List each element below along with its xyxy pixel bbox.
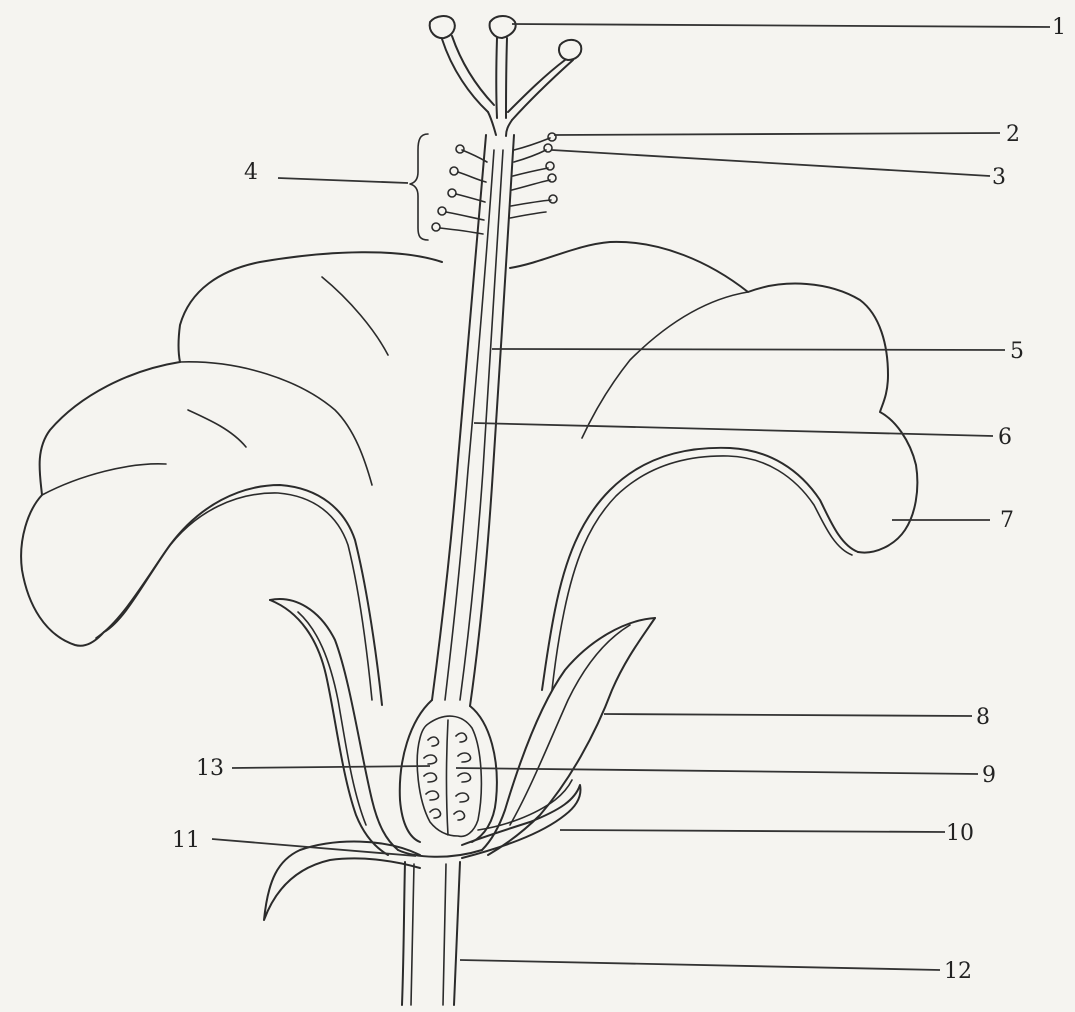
label-5: 5 [1010,339,1024,364]
sepal-right [482,618,655,850]
leader-5 [492,349,1005,350]
label-10: 10 [946,821,974,846]
ovules-right [454,733,471,820]
style-branch-right [508,60,565,112]
pedicel-right [454,862,460,1005]
stamen-filament [512,180,550,190]
pedicel-right-inner [443,864,446,1005]
petal-left-fold-3 [188,410,246,447]
label-1: 1 [1052,15,1066,40]
label-4: 4 [244,160,258,185]
stigma-lobe-center [490,16,516,38]
ovules-left [424,737,441,818]
ovary-wall-inner [417,716,481,836]
pedicel-left [402,862,405,1005]
petal-left-fold-2 [180,362,372,485]
stigma-lobe-left [430,16,455,38]
ovary-wall-outer [400,700,432,842]
sepal-right-mid [510,625,630,825]
petals [21,242,917,705]
stamen-bracket [410,134,428,240]
pedicel-left-inner [411,864,414,1005]
anther [456,145,464,153]
label-3: 3 [992,165,1006,190]
petal-right [510,242,917,553]
stigma-lobe-right [559,40,581,60]
petal-left [21,252,442,646]
stamen-filament [511,200,551,206]
anther [448,189,456,197]
leader-11 [212,839,416,856]
pedicel [398,850,482,1005]
ovary [400,700,497,842]
leader-4 [278,178,408,183]
leader-6 [474,423,993,436]
stamen-filament [514,150,546,162]
style-branch-right-b [512,60,573,120]
style-branch-left [442,39,488,112]
epicalyx-right [462,785,580,858]
stamen-filament [440,228,483,234]
epicalyx-right-inner [478,780,572,830]
label-9: 9 [982,763,996,788]
label-13: 13 [196,756,224,781]
ovary-wall-outer-right [470,706,497,842]
leader-9 [456,768,978,774]
pistil-top [430,16,582,136]
leader-8 [604,714,972,716]
anther [544,144,552,152]
anther [548,174,556,182]
petal-right-inner-edge [542,448,858,690]
petal-left-inner-edge [104,485,382,705]
sepal-left-b [270,600,388,855]
stamen-filament [510,212,546,218]
label-6: 6 [998,425,1012,450]
anther [549,195,557,203]
label-11: 11 [172,828,200,853]
staminal-column [432,135,514,706]
calyx [270,599,655,855]
petal-right-fold-1 [582,292,748,438]
column-outer-left [432,135,486,700]
leader-3 [552,150,990,176]
ovary-septum [447,720,449,835]
anther [450,167,458,175]
anther [438,207,446,215]
style-join [488,112,512,136]
leader-10 [560,830,945,832]
sepal-left [270,599,398,850]
leader-1 [512,24,1050,27]
petal-left-fold-1 [322,277,388,355]
label-2: 2 [1006,122,1020,147]
label-12: 12 [944,959,972,984]
label-8: 8 [976,705,990,730]
style-branch-center-b [506,38,507,118]
epicalyx-left [264,842,420,920]
leader-2 [554,133,1000,135]
anther [546,162,554,170]
leader-lines [212,24,1050,970]
leader-12 [460,960,940,970]
column-outer-right [470,135,514,706]
anther [432,223,440,231]
stamen-filament [513,168,548,176]
label-7: 7 [1000,508,1014,533]
leader-13 [232,766,430,768]
petal-left-fold-4 [42,464,166,495]
stamens [410,133,557,240]
style-branch-center [496,38,497,118]
